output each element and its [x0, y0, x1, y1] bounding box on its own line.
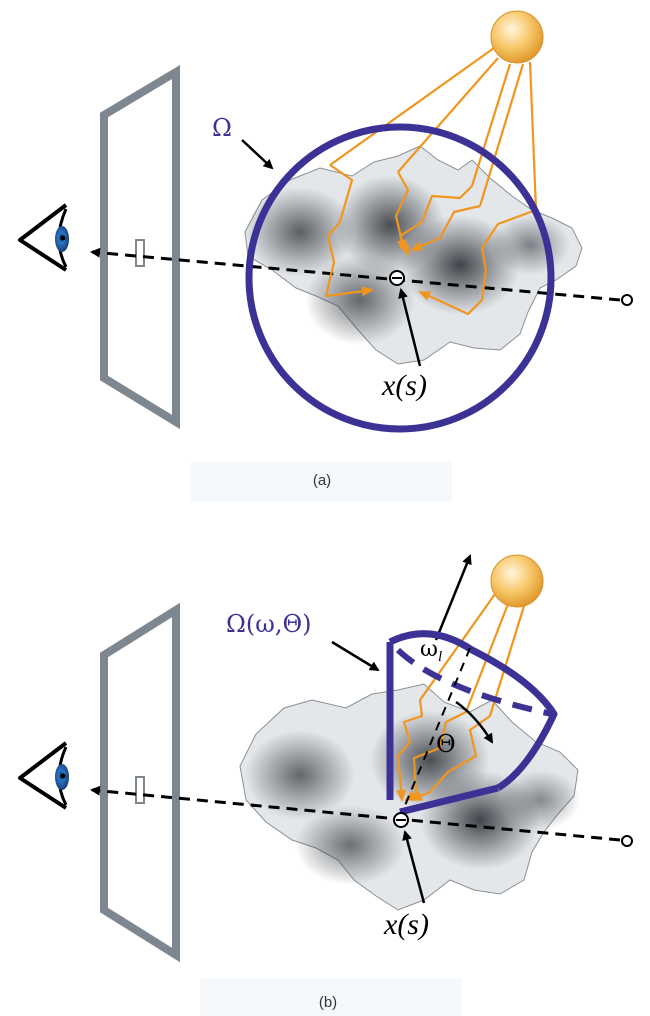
caption-a-background: [190, 462, 452, 502]
cone-pointer-arrow: [331, 640, 380, 672]
panel-a: Ω x(s): [18, 10, 633, 433]
point-pointer-arrow-a: [398, 288, 422, 367]
panel-b: Ω(ω,Θ) ωl Θ x(s): [18, 554, 633, 963]
caption-a: (a): [312, 472, 332, 489]
light-direction-arrow: [434, 554, 472, 641]
omega-cone: [386, 630, 558, 816]
sun-icon: [490, 10, 544, 64]
omega-sphere: [245, 123, 555, 433]
ray-end-point-b: [621, 835, 633, 847]
light-direction-label: ωl: [420, 637, 442, 665]
ray-end-point-a: [621, 294, 633, 306]
light-paths-a: [324, 47, 538, 316]
view-ray-a: [90, 247, 621, 302]
pixel-a: [135, 239, 145, 267]
participating-medium-a: [244, 145, 583, 365]
angle-arrow: [455, 700, 494, 744]
caption-b-background: [200, 978, 462, 1016]
caption-b: (b): [318, 994, 338, 1011]
eye-icon: [18, 741, 69, 810]
pixel-b: [135, 776, 145, 804]
omega-label: Ω: [212, 114, 232, 142]
point-pointer-arrow-b: [402, 830, 426, 904]
view-ray-b: [90, 785, 621, 842]
angle-label: Θ: [436, 730, 456, 758]
image-plane-b: [100, 602, 180, 963]
omega-pointer-arrow: [241, 139, 274, 170]
point-label-b: x(s): [383, 908, 429, 941]
image-plane-a: [100, 64, 180, 430]
eye-icon: [18, 203, 69, 272]
sun-icon: [490, 554, 544, 608]
cone-label: Ω(ω,Θ): [226, 610, 312, 638]
point-label-a: x(s): [381, 369, 427, 402]
